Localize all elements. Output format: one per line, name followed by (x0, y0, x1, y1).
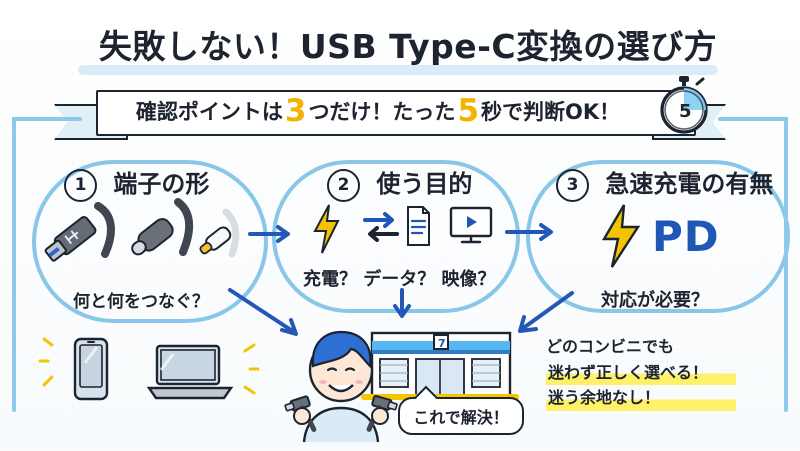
section-purpose-caption: 充電？ データ？ 映像？ (303, 269, 496, 290)
middle-loop (272, 160, 520, 313)
section-fast-charge-title: 3 急速充電の有無 (556, 164, 773, 204)
banner-suffix: 秒で判断OK！ (481, 100, 621, 124)
document-icon (404, 205, 432, 247)
banner-seconds-number: 5 (457, 92, 480, 129)
section-shape-label: 端子の形 (113, 170, 210, 198)
solution-speech-bubble: これで解決！ (398, 397, 524, 435)
banner-count-suffix: つだけ！たった (308, 100, 456, 124)
device-sparkles (38, 337, 260, 407)
usb-a-connector-icon (40, 196, 126, 276)
conclusion-line-2: 迷わず正しく選べる！ (546, 359, 736, 386)
arrow-fast-charge-to-store (512, 289, 576, 337)
usb-c-connector-icon (120, 194, 206, 276)
section-purpose-label: 使う目的 (376, 170, 473, 198)
data-transfer-icon (361, 210, 401, 244)
pd-badge: PD (652, 212, 720, 261)
person-icon (284, 324, 398, 447)
banner-text: 確認ポイントは 3 つだけ！たった 5 秒で判断OK！ (118, 93, 638, 129)
stopwatch-icon: 5 (652, 74, 716, 138)
fast-charge-bolt-icon (594, 203, 646, 269)
arrow-purpose-to-store (392, 288, 412, 322)
section-shape-number: 1 (64, 168, 97, 202)
banner-ribbon (96, 90, 696, 136)
title-underline (78, 65, 718, 75)
banner-prefix: 確認ポイントは (135, 100, 283, 124)
lightning-connector-icon (192, 206, 252, 266)
store-sign-number: 7 (438, 337, 446, 350)
banner-count-number: 3 (284, 92, 307, 129)
stopwatch-number: 5 (679, 101, 692, 122)
summary-banner: 確認ポイントは 3 つだけ！たった 5 秒で判断OK！ (54, 86, 726, 140)
left-loop (32, 160, 268, 323)
section-fast-charge-number: 3 (556, 168, 589, 202)
right-frame-line (718, 117, 788, 418)
section-fast-charge-caption: 対応が必要？ (601, 290, 709, 311)
arrow-purpose-to-fast-charge (505, 222, 559, 242)
section-purpose-number: 2 (327, 168, 360, 202)
page-title: 失敗しない！USB Type-C変換の選び方 (98, 27, 718, 66)
smartphone-icon (69, 335, 113, 405)
section-shape-caption: 何と何をつなぐ？ (73, 292, 209, 312)
conclusion-line-3: 迷う余地なし！ (546, 385, 736, 411)
arrow-shape-to-store (224, 284, 306, 340)
lightning-bolt-icon (309, 203, 343, 255)
conclusion-text: どのコンビニでも 迷わず正しく選べる！ 迷う余地なし！ (546, 334, 736, 411)
laptop-icon (145, 340, 237, 406)
left-frame-line (12, 117, 82, 418)
section-fast-charge-label: 急速充電の有無 (605, 170, 774, 198)
arrow-shape-to-purpose (248, 224, 296, 244)
conclusion-line-1: どのコンビニでも (546, 337, 675, 356)
section-purpose-title: 2 使う目的 (327, 164, 472, 204)
section-shape-title: 1 端子の形 (64, 164, 209, 204)
video-monitor-icon (447, 206, 495, 248)
